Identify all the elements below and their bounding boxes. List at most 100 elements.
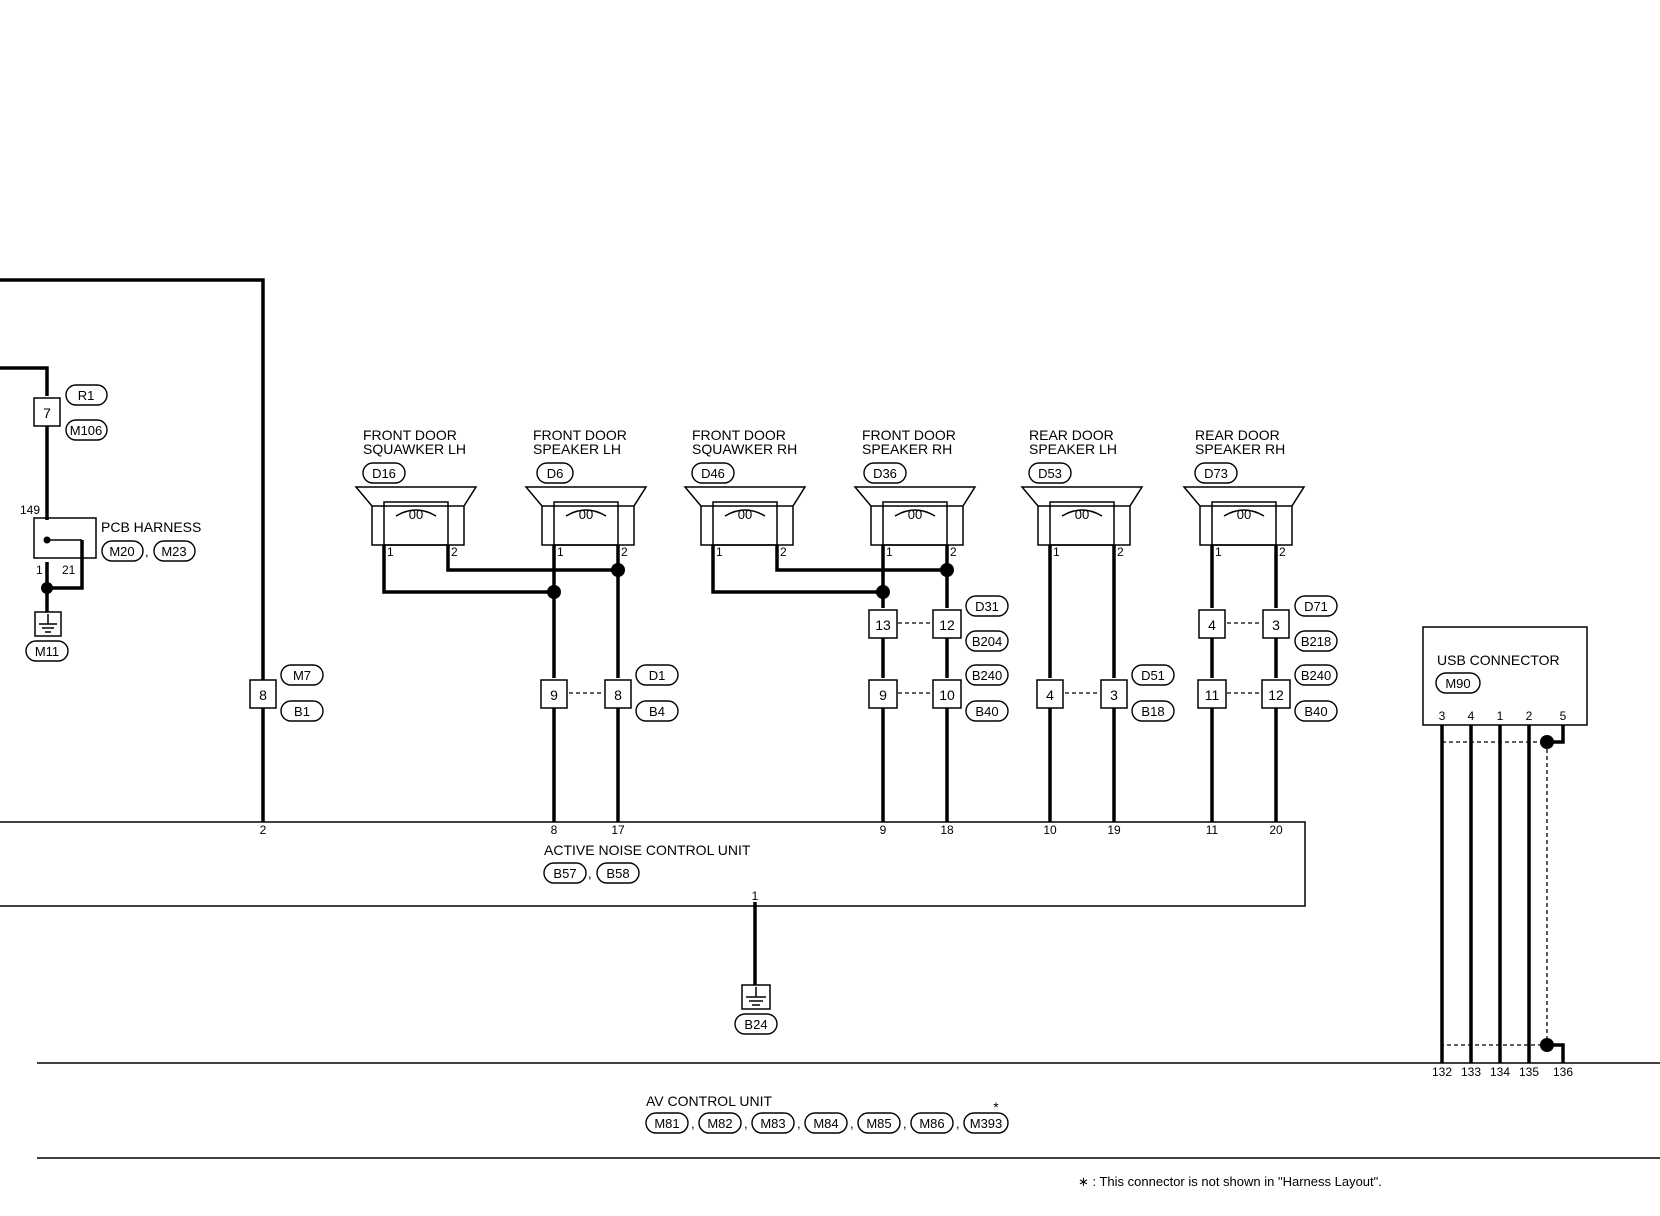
svg-text:B240: B240 xyxy=(1301,668,1331,683)
svg-text:AV CONTROL UNIT: AV CONTROL UNIT xyxy=(646,1093,772,1109)
svg-text:M393: M393 xyxy=(970,1116,1003,1131)
rear-door-speaker-rh: REAR DOOR SPEAKER RH D73 00 1 2 xyxy=(1182,427,1306,559)
svg-text:8: 8 xyxy=(551,823,558,837)
svg-text:FRONT DOOR: FRONT DOOR xyxy=(862,427,956,443)
usb-shield-dashed xyxy=(1441,741,1547,1046)
svg-text:136: 136 xyxy=(1553,1065,1573,1079)
svg-text:D53: D53 xyxy=(1038,466,1062,481)
svg-text:1: 1 xyxy=(1215,545,1222,559)
svg-text:3: 3 xyxy=(1439,709,1446,723)
svg-text:1: 1 xyxy=(557,545,564,559)
svg-text:M20: M20 xyxy=(109,544,134,559)
svg-text:M81: M81 xyxy=(654,1116,679,1131)
svg-text:132: 132 xyxy=(1432,1065,1452,1079)
svg-text:B40: B40 xyxy=(975,704,998,719)
connector-m7-b1: 8 M7 B1 xyxy=(249,664,324,722)
svg-text:ACTIVE NOISE CONTROL UNIT: ACTIVE NOISE CONTROL UNIT xyxy=(544,842,751,858)
svg-text:10: 10 xyxy=(939,687,955,703)
svg-text:B57: B57 xyxy=(553,866,576,881)
svg-text:,: , xyxy=(145,544,149,559)
svg-text:B218: B218 xyxy=(1301,634,1331,649)
svg-text:M85: M85 xyxy=(866,1116,891,1131)
svg-text:M90: M90 xyxy=(1445,676,1470,691)
svg-text:2: 2 xyxy=(780,545,787,559)
svg-text:SQUAWKER RH: SQUAWKER RH xyxy=(692,441,797,457)
svg-text:13: 13 xyxy=(875,617,891,633)
svg-text:10: 10 xyxy=(1043,823,1057,837)
connector-label-m106: M106 xyxy=(70,423,103,438)
connector-r1-m106: 7 R1 M106 xyxy=(33,384,108,441)
wire-squawker-lh-1 xyxy=(382,545,554,594)
wire-m7-anc2 xyxy=(0,278,265,822)
svg-text:M84: M84 xyxy=(813,1116,838,1131)
wire-squawker-rh-2 xyxy=(775,545,947,572)
front-door-speaker-lh: FRONT DOOR SPEAKER LH D6 00 1 2 xyxy=(524,427,648,559)
connector-b240-b40: 9 10 B240 B40 xyxy=(868,664,1009,722)
rear-door-speaker-lh: REAR DOOR SPEAKER LH D53 00 1 2 xyxy=(1020,427,1144,559)
svg-text:149: 149 xyxy=(20,503,40,517)
front-door-squawker-rh: FRONT DOOR SQUAWKER RH D46 00 1 2 xyxy=(683,427,807,559)
usb-connector: USB CONNECTOR M90 3 4 1 2 5 xyxy=(1422,626,1588,726)
svg-text:1: 1 xyxy=(1497,709,1504,723)
svg-text:4: 4 xyxy=(1046,687,1054,703)
svg-text:2: 2 xyxy=(1117,545,1124,559)
svg-text:2: 2 xyxy=(451,545,458,559)
svg-text:18: 18 xyxy=(940,823,954,837)
svg-text:M23: M23 xyxy=(161,544,186,559)
svg-text:B240: B240 xyxy=(972,668,1002,683)
svg-text:2: 2 xyxy=(260,823,267,837)
svg-text:9: 9 xyxy=(879,687,887,703)
svg-text:12: 12 xyxy=(939,617,955,633)
svg-text:1: 1 xyxy=(716,545,723,559)
svg-text:134: 134 xyxy=(1490,1065,1510,1079)
svg-text:M7: M7 xyxy=(293,668,311,683)
svg-text:2: 2 xyxy=(950,545,957,559)
footnote: ∗ : This connector is not shown in "Harn… xyxy=(1078,1174,1382,1189)
svg-text:20: 20 xyxy=(1269,823,1283,837)
svg-text:2: 2 xyxy=(621,545,628,559)
svg-text:11: 11 xyxy=(1205,687,1220,703)
connector-oval-r1 xyxy=(65,384,108,406)
svg-text:B18: B18 xyxy=(1141,704,1164,719)
svg-text:FRONT DOOR: FRONT DOOR xyxy=(533,427,627,443)
svg-text:D16: D16 xyxy=(372,466,396,481)
svg-text:B4: B4 xyxy=(649,704,665,719)
svg-text:2: 2 xyxy=(1526,709,1533,723)
svg-text:B40: B40 xyxy=(1304,704,1327,719)
front-door-speaker-rh: FRONT DOOR SPEAKER RH D36 00 1 2 xyxy=(853,427,977,559)
svg-text:3: 3 xyxy=(1110,687,1118,703)
connector-d51-b18: 4 3 D51 B18 xyxy=(1036,664,1175,722)
wire-pcb-21 xyxy=(47,540,84,590)
svg-text:B204: B204 xyxy=(972,634,1002,649)
svg-text:,: , xyxy=(744,1116,748,1131)
svg-text:SPEAKER LH: SPEAKER LH xyxy=(1029,441,1117,457)
svg-text:,: , xyxy=(903,1116,907,1131)
svg-text:1: 1 xyxy=(752,889,759,903)
svg-text:17: 17 xyxy=(611,823,625,837)
svg-text:D51: D51 xyxy=(1141,668,1165,683)
asterisk-mark: * xyxy=(993,1099,999,1115)
svg-text:3: 3 xyxy=(1272,617,1280,633)
connector-d31-b204: 13 12 D31 B204 xyxy=(868,595,1009,652)
svg-text:8: 8 xyxy=(259,687,267,703)
svg-text:D36: D36 xyxy=(873,466,897,481)
svg-text:D31: D31 xyxy=(975,599,999,614)
svg-text:,: , xyxy=(850,1116,854,1131)
svg-text:FRONT DOOR: FRONT DOOR xyxy=(692,427,786,443)
pcb-harness-label: PCB HARNESS xyxy=(101,519,201,535)
connector-oval-m106 xyxy=(65,419,108,441)
svg-text:,: , xyxy=(588,866,592,881)
svg-text:D71: D71 xyxy=(1304,599,1328,614)
svg-text:1: 1 xyxy=(1053,545,1060,559)
svg-text:1: 1 xyxy=(886,545,893,559)
svg-text:REAR DOOR: REAR DOOR xyxy=(1029,427,1114,443)
svg-text:9: 9 xyxy=(550,687,558,703)
svg-text:12: 12 xyxy=(1268,687,1284,703)
av-control-unit: 132 133 134 135 136 AV CONTROL UNIT M81 … xyxy=(37,1062,1660,1159)
svg-text:D1: D1 xyxy=(649,668,666,683)
svg-text:SPEAKER RH: SPEAKER RH xyxy=(862,441,952,457)
svg-text:11: 11 xyxy=(1206,823,1219,837)
ground-b24: B24 xyxy=(734,984,778,1035)
svg-text:,: , xyxy=(691,1116,695,1131)
